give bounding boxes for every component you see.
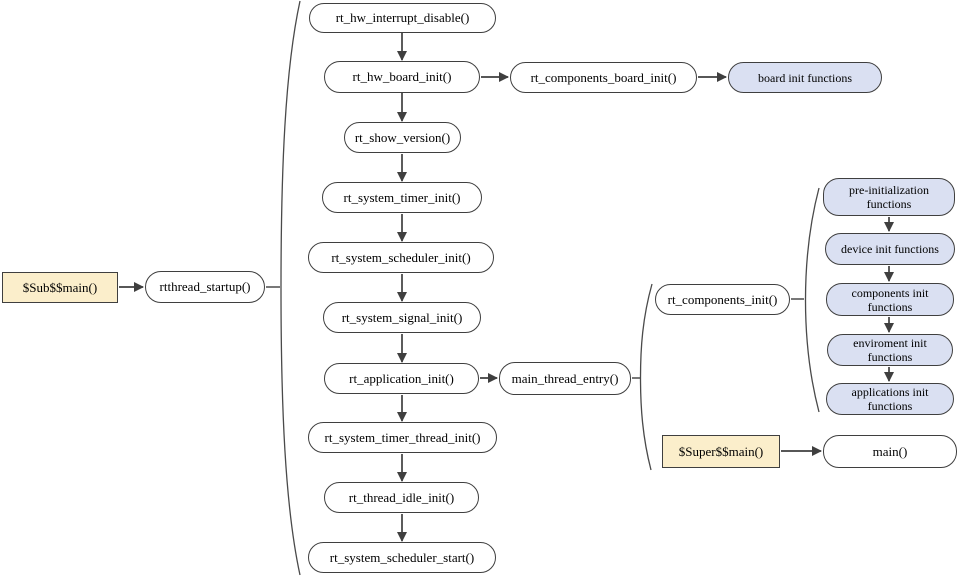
node-main-thread-entry: main_thread_entry() xyxy=(499,362,631,395)
brace-main-thread-entry xyxy=(639,283,653,471)
node-rt-show-version: rt_show_version() xyxy=(344,122,461,153)
node-device-init-functions: device init functions xyxy=(825,233,955,265)
node-rt-system-signal-init: rt_system_signal_init() xyxy=(323,302,481,333)
node-pre-initialization-functions: pre-initialization functions xyxy=(823,178,955,216)
node-components-init-functions: components init functions xyxy=(826,283,954,316)
brace-rtthread-startup xyxy=(280,0,301,576)
node-rt-system-timer-init: rt_system_timer_init() xyxy=(322,182,482,213)
node-rt-thread-idle-init: rt_thread_idle_init() xyxy=(324,482,479,513)
node-environment-init-functions: enviroment init functions xyxy=(827,334,953,366)
node-main: main() xyxy=(823,435,957,468)
node-rt-components-init: rt_components_init() xyxy=(655,284,790,315)
node-rt-components-board-init: rt_components_board_init() xyxy=(510,62,697,93)
node-rt-application-init: rt_application_init() xyxy=(324,363,479,394)
brace-components-init xyxy=(804,187,820,413)
node-sub-main: $Sub$$main() xyxy=(2,272,118,303)
node-rt-system-scheduler-start: rt_system_scheduler_start() xyxy=(308,542,496,573)
node-rtthread-startup: rtthread_startup() xyxy=(145,271,265,303)
node-rt-hw-interrupt-disable: rt_hw_interrupt_disable() xyxy=(309,3,496,33)
node-rt-system-scheduler-init: rt_system_scheduler_init() xyxy=(308,242,494,273)
node-super-main: $Super$$main() xyxy=(662,435,780,468)
node-rt-hw-board-init: rt_hw_board_init() xyxy=(324,61,480,93)
node-board-init-functions: board init functions xyxy=(728,62,882,93)
node-rt-system-timer-thread-init: rt_system_timer_thread_init() xyxy=(308,422,497,453)
node-applications-init-functions: applications init functions xyxy=(826,383,954,415)
